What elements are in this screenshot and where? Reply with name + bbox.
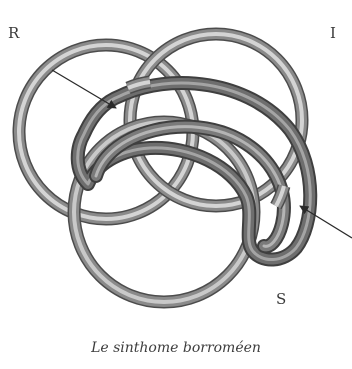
ring-label-i: I (330, 24, 336, 42)
diagram-caption: Le sinthome borroméen (90, 340, 261, 356)
arrow-upper-left (52, 70, 116, 108)
ring-label-r: R (8, 24, 20, 42)
ring-label-s: S (276, 290, 286, 308)
